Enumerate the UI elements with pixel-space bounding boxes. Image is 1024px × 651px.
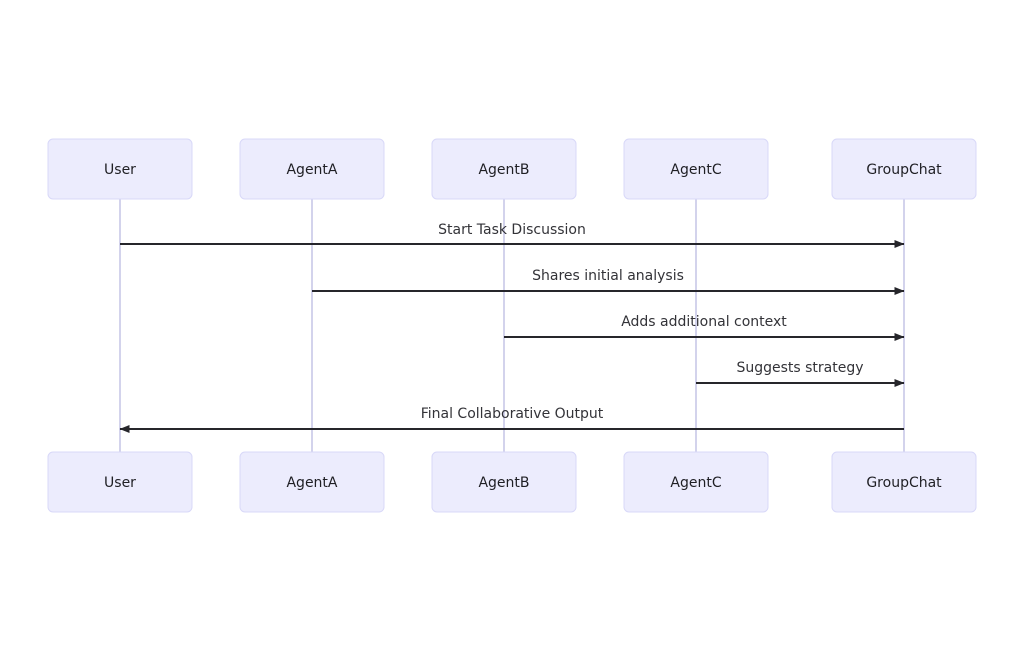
actor-box-user-bottom[interactable]: User xyxy=(47,451,193,513)
actor-label-agentb-top: AgentB xyxy=(478,162,529,178)
actor-boxes-bottom: User AgentA AgentB AgentC GroupChat xyxy=(47,451,977,513)
message-label-2: Shares initial analysis xyxy=(532,268,684,284)
actor-label-groupchat-bottom: GroupChat xyxy=(866,475,942,491)
message-final-collaborative-output[interactable]: Final Collaborative Output xyxy=(119,406,904,433)
actor-box-agentc-top[interactable]: AgentC xyxy=(623,138,769,200)
message-suggests-strategy[interactable]: Suggests strategy xyxy=(696,360,905,387)
message-label-1: Start Task Discussion xyxy=(438,222,586,238)
actor-box-agentb-bottom[interactable]: AgentB xyxy=(431,451,577,513)
actor-label-agentb-bottom: AgentB xyxy=(478,475,529,491)
message-label-5: Final Collaborative Output xyxy=(421,406,604,422)
message-label-3: Adds additional context xyxy=(621,314,787,330)
actor-boxes-top: User AgentA AgentB AgentC GroupChat xyxy=(47,138,977,200)
actor-box-agentb-top[interactable]: AgentB xyxy=(431,138,577,200)
actor-label-user-bottom: User xyxy=(104,475,136,491)
actor-label-agentc-bottom: AgentC xyxy=(670,475,721,491)
actor-box-agenta-top[interactable]: AgentA xyxy=(239,138,385,200)
message-start-task-discussion[interactable]: Start Task Discussion xyxy=(120,222,905,248)
actor-box-agentc-bottom[interactable]: AgentC xyxy=(623,451,769,513)
actor-box-groupchat-bottom[interactable]: GroupChat xyxy=(831,451,977,513)
actor-box-user-top[interactable]: User xyxy=(47,138,193,200)
actor-label-agentc-top: AgentC xyxy=(670,162,721,178)
message-adds-additional-context[interactable]: Adds additional context xyxy=(504,314,905,341)
actor-label-user-top: User xyxy=(104,162,136,178)
actor-label-agenta-top: AgentA xyxy=(286,162,337,178)
message-shares-initial-analysis[interactable]: Shares initial analysis xyxy=(312,268,905,295)
actor-box-groupchat-top[interactable]: GroupChat xyxy=(831,138,977,200)
actor-label-groupchat-top: GroupChat xyxy=(866,162,942,178)
actor-box-agenta-bottom[interactable]: AgentA xyxy=(239,451,385,513)
actor-label-agenta-bottom: AgentA xyxy=(286,475,337,491)
messages-group: Start Task Discussion Shares initial ana… xyxy=(119,222,905,433)
message-label-4: Suggests strategy xyxy=(736,360,863,376)
